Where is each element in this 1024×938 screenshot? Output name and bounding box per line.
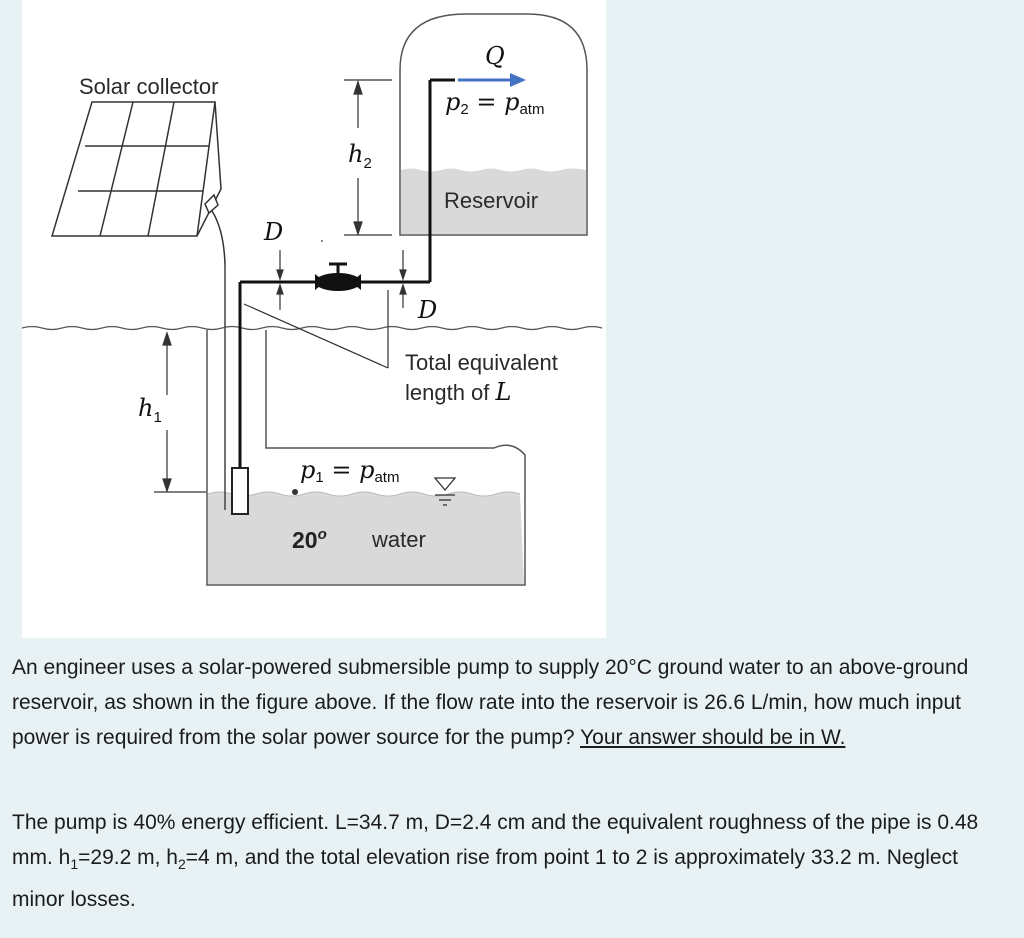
temperature-value: 20	[292, 527, 318, 553]
given-values-c: =4 m, and the total elevation rise from …	[12, 846, 958, 912]
point-1-marker	[292, 489, 298, 495]
h1-dimension	[154, 331, 206, 493]
p1-label: p1 = patm	[300, 456, 399, 486]
p2-atm-subscript: atm	[519, 101, 544, 118]
h1-subscript: 1	[153, 409, 161, 426]
flow-arrow	[458, 73, 526, 87]
p1-atm-subscript: atm	[374, 469, 399, 486]
p2-subscript: 2	[460, 101, 468, 118]
ground-surface-line	[22, 325, 603, 331]
solar-collector-label: Solar collector	[79, 74, 218, 99]
total-length-line1: Total equivalent	[405, 350, 558, 375]
h2-dimension	[344, 79, 392, 236]
h1-symbol: h	[138, 394, 153, 422]
p1-subscript: 1	[315, 469, 323, 486]
temperature-degree: o	[318, 526, 327, 543]
temperature-label: 20o	[292, 526, 327, 553]
flow-rate-symbol: Q	[485, 42, 505, 70]
water-level-symbol	[433, 477, 457, 506]
p2-label: p2 = patm	[445, 88, 544, 118]
length-leader-lines	[243, 290, 389, 369]
p1-symbol: p	[300, 456, 315, 484]
d-dimension-left	[276, 250, 284, 310]
submersible-pump	[231, 467, 249, 515]
h2-label: h2	[348, 140, 372, 172]
answer-units-note: Your answer should be in W.	[580, 726, 846, 749]
problem-statement: An engineer uses a solar-powered submers…	[12, 656, 969, 749]
pipe-system	[224, 78, 455, 510]
total-length-prefix: length of	[405, 380, 496, 405]
solar-collector-icon	[50, 101, 226, 266]
total-length-line2: length of L	[405, 378, 511, 406]
d-label-right: D	[417, 296, 437, 324]
h2-subscript: 2	[363, 155, 371, 172]
water-label: water	[371, 527, 426, 552]
problem-paragraph-1: An engineer uses a solar-powered submers…	[12, 650, 1002, 755]
d-dimension-right	[399, 250, 407, 308]
h2-symbol: h	[348, 140, 363, 168]
ground-water-body	[208, 492, 524, 584]
given-values-b: =29.2 m, h	[78, 846, 178, 869]
p2-symbol: p	[445, 88, 460, 116]
reservoir-label: Reservoir	[444, 188, 538, 213]
reservoir-water	[401, 168, 586, 234]
d-label-left: D	[263, 218, 283, 246]
aquifer-outline	[206, 330, 526, 586]
h1-text-subscript: 1	[70, 856, 79, 873]
h2-text-subscript: 2	[177, 856, 186, 873]
problem-paragraph-2: The pump is 40% energy efficient. L=34.7…	[12, 805, 1002, 917]
ground-water-surface	[207, 491, 521, 497]
length-symbol: L	[495, 378, 512, 406]
valve-icon	[315, 262, 361, 291]
pump-system-figure: Solar collector Q p2 = patm h2 Reservoir…	[22, 0, 606, 638]
small-dot	[321, 240, 323, 242]
diagram-svg: Solar collector Q p2 = patm h2 Reservoir…	[22, 13, 603, 586]
p1-equals: = p	[324, 456, 375, 484]
h1-label: h1	[138, 394, 162, 426]
p2-equals: = p	[469, 88, 520, 116]
given-values-a: The pump is 40% energy efficient. L=34.7…	[12, 811, 979, 869]
